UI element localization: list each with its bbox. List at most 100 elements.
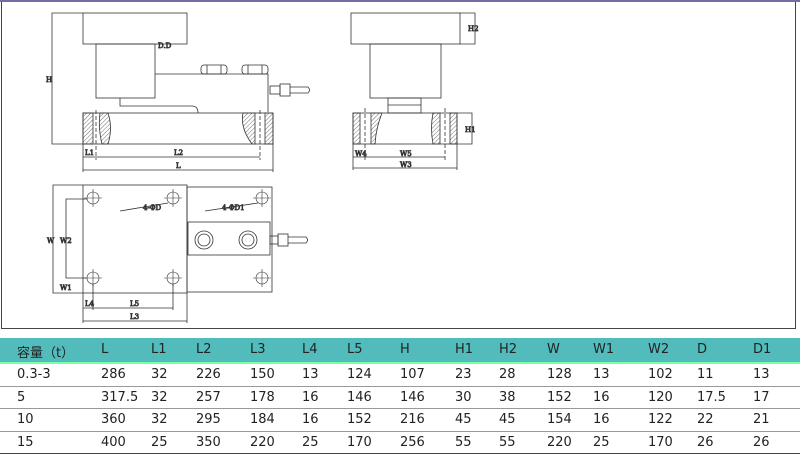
column-header: D: [697, 342, 707, 357]
table-cell: 23: [455, 367, 472, 382]
nut-icon: [242, 65, 268, 74]
table-cell: 184: [250, 412, 275, 427]
cable-connector-icon: [270, 234, 308, 246]
table-cell: 16: [593, 412, 610, 427]
dim-W2: W2: [60, 237, 72, 245]
dim-L5: L5: [130, 300, 139, 308]
table-cell: 13: [302, 367, 319, 382]
table-cell: 16: [302, 390, 319, 405]
dim-L: L: [176, 162, 181, 170]
table-cell: 178: [250, 390, 275, 405]
column-header: L2: [196, 342, 212, 357]
table-cell: 11: [697, 367, 714, 382]
nut-icon: [239, 231, 257, 249]
table-cell: 350: [196, 435, 221, 450]
dim-W4: W4: [355, 150, 367, 158]
front-view: H D.D L1 L2 L: [46, 13, 310, 172]
dim-L3: L3: [130, 313, 139, 321]
table-cell: 295: [196, 412, 221, 427]
table-cell: 152: [347, 412, 372, 427]
table-cell: 16: [593, 390, 610, 405]
column-header: L1: [151, 342, 167, 357]
nut-icon: [201, 65, 227, 74]
table-cell: 22: [697, 412, 714, 427]
column-header: L5: [347, 342, 363, 357]
dim-L4: L4: [85, 300, 95, 308]
dim-H2: H2: [468, 25, 479, 33]
table-cell: 360: [101, 412, 126, 427]
column-header: H1: [455, 342, 473, 357]
table-cell: 25: [593, 435, 610, 450]
table-cell: 21: [753, 412, 770, 427]
dim-note: D.D: [158, 42, 172, 50]
table-cell: 146: [400, 390, 425, 405]
column-header: W: [547, 342, 560, 357]
table-cell: 25: [151, 435, 168, 450]
table-cell: 32: [151, 367, 168, 382]
table-cell: 15: [17, 435, 34, 450]
column-header: L4: [302, 342, 318, 357]
dim-W1: W1: [60, 284, 72, 292]
dim-L1: L1: [85, 149, 94, 157]
table-cell: 286: [101, 367, 126, 382]
table-cell: 170: [347, 435, 372, 450]
table-cell: 226: [196, 367, 221, 382]
column-header: D1: [753, 342, 771, 357]
table-cell: 13: [753, 367, 770, 382]
technical-drawing: H D.D L1 L2 L H2 H1 W4 W5 W3: [0, 0, 800, 330]
table-cell: 25: [302, 435, 319, 450]
table-cell: 28: [499, 367, 516, 382]
column-header: H: [400, 342, 410, 357]
table-cell: 38: [499, 390, 516, 405]
table-cell: 220: [250, 435, 275, 450]
column-header: H2: [499, 342, 517, 357]
table-cell: 45: [499, 412, 516, 427]
table-cell: 146: [347, 390, 372, 405]
table-cell: 256: [400, 435, 425, 450]
table-header: 容量（t） L L1 L2 L3 L4 L5 H H1 H2 W W1 W2 D D1: [0, 338, 800, 364]
table-cell: 26: [753, 435, 770, 450]
column-header: W1: [593, 342, 614, 357]
table-cell: 17.5: [697, 390, 726, 405]
table-cell: 102: [648, 367, 673, 382]
column-header: 容量（t）: [17, 342, 74, 361]
table-cell: 317.5: [101, 390, 138, 405]
cable-connector-icon: [270, 84, 310, 96]
table-cell: 150: [250, 367, 275, 382]
table-cell: 10: [17, 412, 34, 427]
table-cell: 120: [648, 390, 673, 405]
table-cell: 154: [547, 412, 572, 427]
table-cell: 32: [151, 412, 168, 427]
plan-view: W W2 W1 L4 L5 L3 4-ΦD 4-ΦD1: [47, 185, 308, 323]
table-cell: 26: [697, 435, 714, 450]
column-header: L3: [250, 342, 266, 357]
table-cell: 216: [400, 412, 425, 427]
table-row: 10 360 32 295 184 16 152 216 45 45 154 16 122 22 21: [0, 409, 800, 432]
table-cell: 128: [547, 367, 572, 382]
dim-L2: L2: [174, 149, 183, 157]
table-cell: 170: [648, 435, 673, 450]
table-cell: 30: [455, 390, 472, 405]
hole-label-d: 4-ΦD: [143, 204, 162, 212]
table-cell: 16: [302, 412, 319, 427]
table-cell: 32: [151, 390, 168, 405]
dim-W: W: [47, 237, 55, 245]
side-view: H2 H1 W4 W5 W3: [351, 13, 479, 170]
table-cell: 5: [17, 390, 25, 405]
column-header: L: [101, 342, 108, 357]
dim-W3: W3: [400, 161, 412, 169]
table-cell: 107: [400, 367, 425, 382]
dim-H: H: [46, 76, 52, 84]
table-cell: 122: [648, 412, 673, 427]
dim-H1: H1: [465, 126, 476, 134]
table-cell: 220: [547, 435, 572, 450]
table-cell: 17: [753, 390, 770, 405]
hole-label-d1: 4-ΦD1: [222, 204, 245, 212]
table-cell: 45: [455, 412, 472, 427]
table-cell: 124: [347, 367, 372, 382]
table-cell: 400: [101, 435, 126, 450]
column-header: W2: [648, 342, 669, 357]
